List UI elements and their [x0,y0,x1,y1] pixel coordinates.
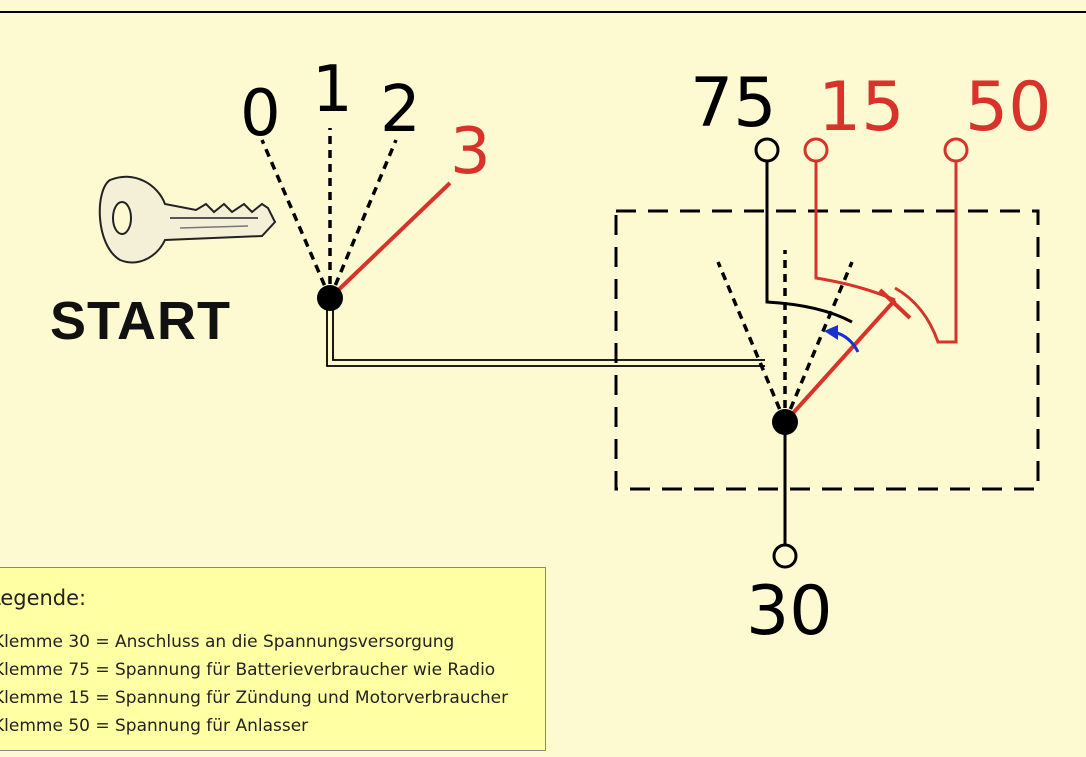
terminal-50-label: 50 [965,68,1052,147]
terminal-15-label: 15 [818,68,905,147]
terminal-75-label: 75 [690,64,777,143]
legend-box: Legende: Klemme 30 = Anschluss an die Sp… [0,567,546,751]
terminal-30-circle [772,543,798,569]
terminal-75-circle [754,137,780,163]
position-1-label: 1 [312,53,353,127]
mechanical-linkage [326,305,765,367]
legend-line-50: Klemme 50 = Spannung für Anlasser [0,716,309,736]
legend-title: Legende: [0,586,87,610]
start-label: START [50,291,231,351]
switch-pivot-dot [772,409,798,435]
terminal-15-circle [803,137,829,163]
terminal-30-label: 30 [746,572,833,651]
legend-line-30: Klemme 30 = Anschluss an die Spannungsve… [0,632,455,652]
position-2-label: 2 [380,73,421,147]
rotation-arrow [824,325,860,353]
legend-line-15: Klemme 15 = Spannung für Zündung und Mot… [0,688,509,708]
position-0-label: 0 [240,77,281,151]
position-3-label: 3 [450,115,491,189]
terminal-wires [765,150,958,545]
switch-housing [614,209,1040,491]
top-border [0,11,1086,13]
key-icon [98,175,277,264]
contact-fan [716,250,912,424]
key-pivot-dot [317,285,343,311]
legend-line-75: Klemme 75 = Spannung für Batterieverbrau… [0,660,496,680]
position-lines [260,128,452,300]
terminal-50-circle [943,137,969,163]
